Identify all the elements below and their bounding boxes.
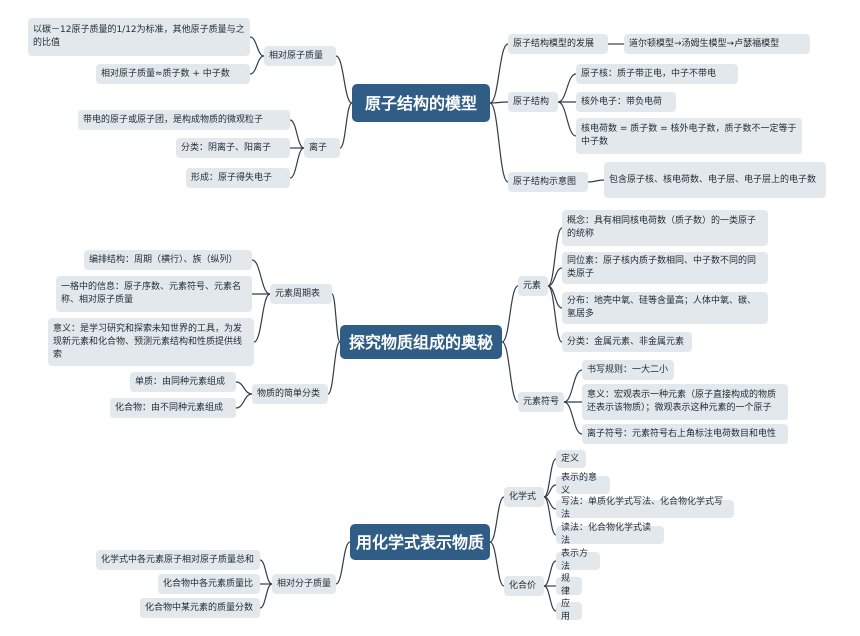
- leaf-element-distribution[interactable]: 分布：地壳中氧、硅等含量高；人体中氧、碳、氢居多: [562, 292, 768, 324]
- root-atomic-structure-model[interactable]: 原子结构的模型: [352, 84, 490, 122]
- leaf-relative-mass-formula[interactable]: 相对原子质量≈质子数 + 中子数: [96, 64, 250, 84]
- root-composition-of-matter[interactable]: 探究物质组成的奥秘: [340, 325, 502, 359]
- connector-branch-ion-leaf-ion-definition: [289, 119, 305, 149]
- connector-root-chemical-formula-branch-relative-molecular-mass: [335, 541, 351, 585]
- connector-branch-element-symbol-leaf-symbol-writing-rule: [563, 369, 583, 403]
- leaf-periodic-layout[interactable]: 编排结构：周期（横行）、族（纵列）: [84, 250, 252, 270]
- leaf-ion-symbol[interactable]: 离子符号：元素符号右上角标注电荷数目和电性: [582, 424, 788, 444]
- connector-branch-periodic-table-leaf-periodic-significance: [253, 293, 271, 343]
- connector-root-chemical-formula-branch-chemical-formula: [489, 496, 505, 543]
- leaf-symbol-writing-rule[interactable]: 书写规则：一大二小: [582, 360, 674, 380]
- leaf-compound[interactable]: 化合物：由不同种元素组成: [110, 398, 236, 418]
- leaf-element-classes[interactable]: 分类：金属元素、非金属元素: [562, 332, 692, 352]
- connector-branch-chemical-formula-leaf-formula-reading: [543, 496, 557, 536]
- connector-root-atomic-structure-model-branch-structure-diagram: [489, 102, 509, 183]
- connector-root-composition-of-matter-branch-periodic-table: [331, 293, 341, 343]
- leaf-valence-application[interactable]: 应用: [556, 599, 582, 622]
- connector-branch-chemical-formula-leaf-formula-definition: [543, 458, 557, 498]
- leaf-electrons[interactable]: 核外电子：带负电荷: [576, 92, 676, 112]
- leaf-element-concept[interactable]: 概念：具有相同核电荷数（质子数）的一类原子的统称: [562, 210, 768, 246]
- leaf-formula-definition[interactable]: 定义: [556, 450, 586, 468]
- leaf-isotope[interactable]: 同位素：原子核内质子数相同、中子数不同的同类原子: [562, 252, 768, 284]
- connector-branch-element-leaf-element-concept: [547, 227, 563, 287]
- connector-branch-relative-molecular-mass-leaf-mass-fraction: [259, 583, 273, 609]
- leaf-ion-formation[interactable]: 形成：原子得失电子: [186, 168, 290, 188]
- connector-root-composition-of-matter-branch-element: [501, 285, 519, 343]
- leaf-symbol-meaning[interactable]: 意义：宏观表示一种元素（原子直接构成的物质还表示该物质）；微观表示这种元素的一个…: [582, 384, 788, 420]
- branch-simple-classification[interactable]: 物质的简单分类: [252, 384, 328, 404]
- branch-atomic-structure[interactable]: 原子结构: [508, 92, 558, 112]
- leaf-diagram-contents[interactable]: 包含原子核、核电荷数、电子层、电子层上的电子数: [604, 162, 826, 198]
- leaf-elementary-substance[interactable]: 单质：由同种元素组成: [130, 372, 236, 392]
- connector-root-atomic-structure-model-branch-atomic-structure: [489, 101, 509, 104]
- connector-branch-valence-leaf-valence-notation: [543, 560, 557, 587]
- leaf-element-mass-ratio[interactable]: 化合物中各元素质量比: [158, 574, 260, 594]
- connector-branch-atomic-structure-leaf-nuclear-charge: [557, 101, 577, 137]
- connector-root-composition-of-matter-branch-simple-classification: [327, 341, 341, 395]
- leaf-nucleus[interactable]: 原子核：质子带正电，中子不带电: [576, 64, 738, 84]
- leaf-ion-classes[interactable]: 分类：阴离子、阳离子: [176, 138, 290, 158]
- connector-root-atomic-structure-model-branch-model-development: [489, 43, 509, 104]
- branch-valence[interactable]: 化合价: [504, 576, 544, 596]
- leaf-valence-notation[interactable]: 表示方法: [556, 549, 600, 572]
- connector-branch-valence-leaf-valence-application: [543, 585, 557, 612]
- connector-branch-relative-molecular-mass-leaf-molecular-mass-sum: [259, 559, 273, 585]
- connector-branch-periodic-table-leaf-periodic-layout: [251, 259, 271, 295]
- leaf-relative-mass-definition[interactable]: 以碳－12原子质量的1/12为标准，其他原子质量与之的比值: [28, 18, 250, 56]
- leaf-nuclear-charge[interactable]: 核电荷数 = 质子数 = 核外电子数，质子数不一定等于中子数: [576, 118, 802, 154]
- root-chemical-formula[interactable]: 用化学式表示物质: [350, 524, 490, 560]
- leaf-formula-meaning[interactable]: 表示的意义: [556, 473, 610, 496]
- leaf-periodic-significance[interactable]: 意义：是学习研究和探索未知世界的工具，为发现新元素和化合物、预测元素结构和性质提…: [48, 318, 254, 366]
- leaf-formula-writing[interactable]: 写法：单质化学式写法、化合物化学式写法: [556, 497, 734, 520]
- branch-relative-molecular-mass[interactable]: 相对分子质量: [272, 574, 336, 594]
- connector-root-atomic-structure-model-branch-relative-atomic-mass: [335, 55, 353, 104]
- connector-root-composition-of-matter-branch-element-symbol: [501, 341, 519, 403]
- connector-branch-relative-atomic-mass-leaf-relative-mass-definition: [249, 36, 265, 57]
- branch-periodic-table[interactable]: 元素周期表: [270, 284, 332, 304]
- branch-element[interactable]: 元素: [518, 276, 548, 296]
- connector-branch-relative-atomic-mass-leaf-relative-mass-formula: [249, 55, 265, 75]
- leaf-formula-reading[interactable]: 读法：化合物化学式读法: [556, 523, 664, 546]
- branch-element-symbol[interactable]: 元素符号: [518, 392, 564, 412]
- branch-chemical-formula[interactable]: 化学式: [504, 487, 544, 507]
- connector-branch-simple-classification-leaf-compound: [235, 393, 253, 409]
- leaf-model-sequence[interactable]: 道尔顿模型→汤姆生模型→卢瑟福模型: [624, 34, 810, 54]
- branch-model-development[interactable]: 原子结构模型的发展: [508, 34, 608, 54]
- connector-branch-element-symbol-leaf-ion-symbol: [563, 401, 583, 435]
- leaf-molecular-mass-sum[interactable]: 化学式中各元素原子相对原子质量总和: [96, 550, 260, 570]
- connector-branch-atomic-structure-leaf-nucleus: [557, 73, 577, 103]
- connector-branch-element-leaf-isotope: [547, 267, 563, 287]
- branch-relative-atomic-mass[interactable]: 相对原子质量: [264, 46, 336, 66]
- connector-branch-element-leaf-element-classes: [547, 285, 563, 343]
- branch-structure-diagram[interactable]: 原子结构示意图: [508, 172, 588, 192]
- branch-ion[interactable]: 离子: [304, 138, 340, 158]
- leaf-ion-definition[interactable]: 带电的原子或原子团，是构成物质的微观粒子: [78, 110, 290, 130]
- leaf-periodic-cell-info[interactable]: 一格中的信息：原子序数、元素符号、元素名称、相对原子质量: [56, 276, 252, 312]
- connector-root-atomic-structure-model-branch-ion: [339, 102, 353, 149]
- connector-branch-simple-classification-leaf-elementary-substance: [235, 381, 253, 395]
- connector-branch-ion-leaf-ion-formation: [289, 147, 305, 179]
- leaf-valence-rules[interactable]: 规律: [556, 574, 582, 597]
- connector-branch-structure-diagram-leaf-diagram-contents: [587, 179, 605, 183]
- connector-root-chemical-formula-branch-valence: [489, 541, 505, 587]
- leaf-mass-fraction[interactable]: 化合物中某元素的质量分数: [140, 598, 260, 618]
